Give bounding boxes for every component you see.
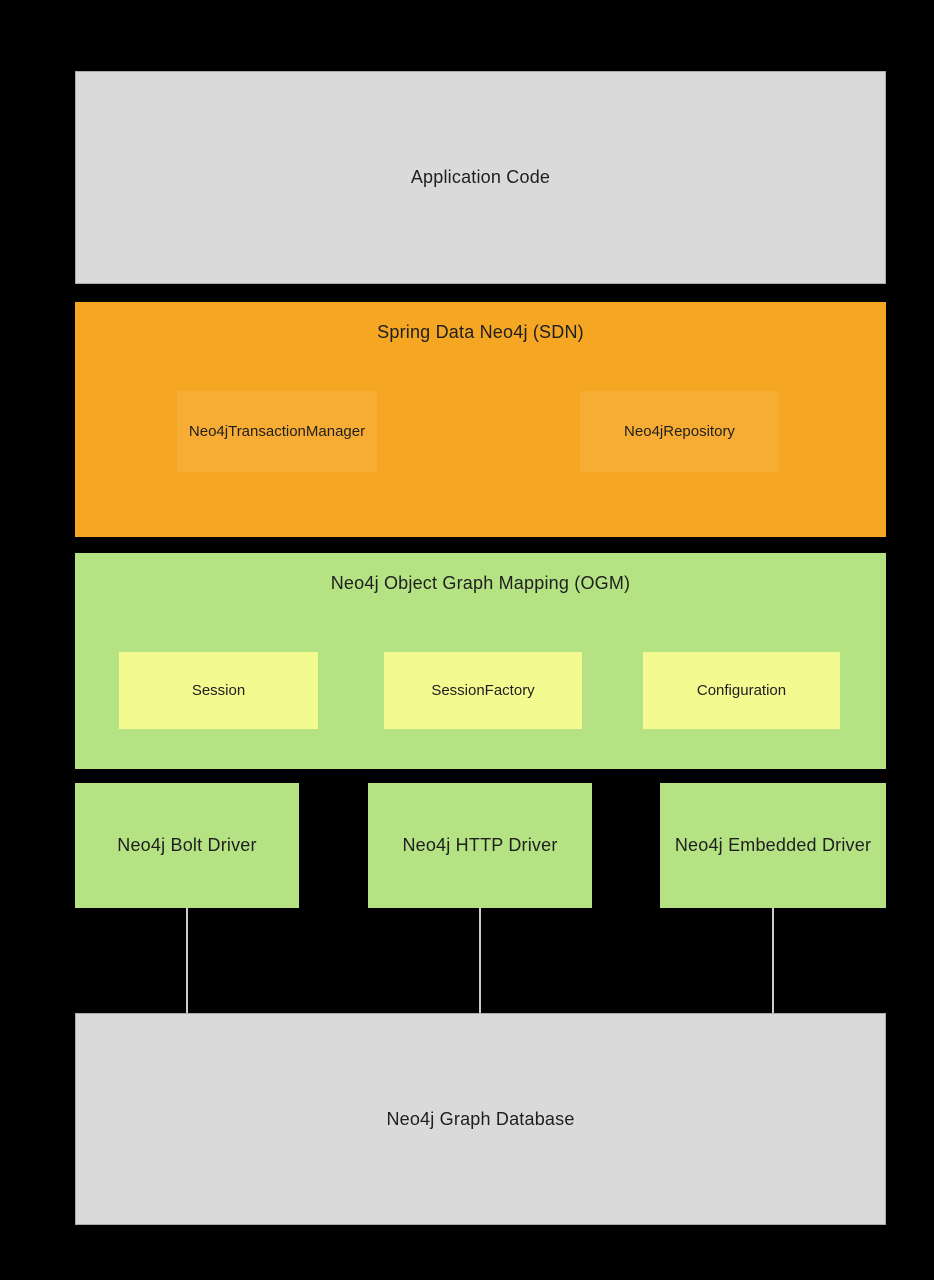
ogm-configuration-label: Configuration	[696, 682, 787, 699]
ogm-configuration-box: Configuration	[643, 652, 840, 729]
application-code-label: Application Code	[410, 167, 551, 187]
http-driver-connector-line	[479, 908, 481, 1013]
application-code-box: Application Code	[75, 71, 886, 284]
sdn-transaction-manager-box: Neo4jTransactionManager	[177, 391, 377, 472]
sdn-repository-box: Neo4jRepository	[580, 391, 779, 472]
bolt-driver-label: Neo4j Bolt Driver	[117, 835, 257, 855]
bolt-driver-connector-line	[186, 908, 188, 1013]
embedded-driver-box: Neo4j Embedded Driver	[660, 783, 886, 908]
ogm-layer-box: Neo4j Object Graph Mapping (OGM) Session…	[75, 553, 886, 769]
http-driver-box: Neo4j HTTP Driver	[368, 783, 592, 908]
sdn-layer-title: Spring Data Neo4j (SDN)	[377, 322, 584, 342]
http-driver-label: Neo4j HTTP Driver	[402, 835, 558, 855]
ogm-session-factory-box: SessionFactory	[384, 652, 582, 729]
embedded-driver-connector-line	[772, 908, 774, 1013]
ogm-layer-title: Neo4j Object Graph Mapping (OGM)	[330, 573, 631, 593]
sdn-layer-box: Spring Data Neo4j (SDN) Neo4jTransaction…	[75, 302, 886, 537]
ogm-session-label: Session	[191, 682, 246, 699]
ogm-session-box: Session	[119, 652, 318, 729]
graph-database-box: Neo4j Graph Database	[75, 1013, 886, 1225]
sdn-repository-label: Neo4jRepository	[624, 423, 735, 440]
graph-database-label: Neo4j Graph Database	[386, 1108, 575, 1129]
bolt-driver-box: Neo4j Bolt Driver	[75, 783, 299, 908]
ogm-session-factory-label: SessionFactory	[431, 682, 535, 699]
embedded-driver-label: Neo4j Embedded Driver	[674, 835, 872, 855]
sdn-transaction-manager-label: Neo4jTransactionManager	[188, 423, 366, 440]
